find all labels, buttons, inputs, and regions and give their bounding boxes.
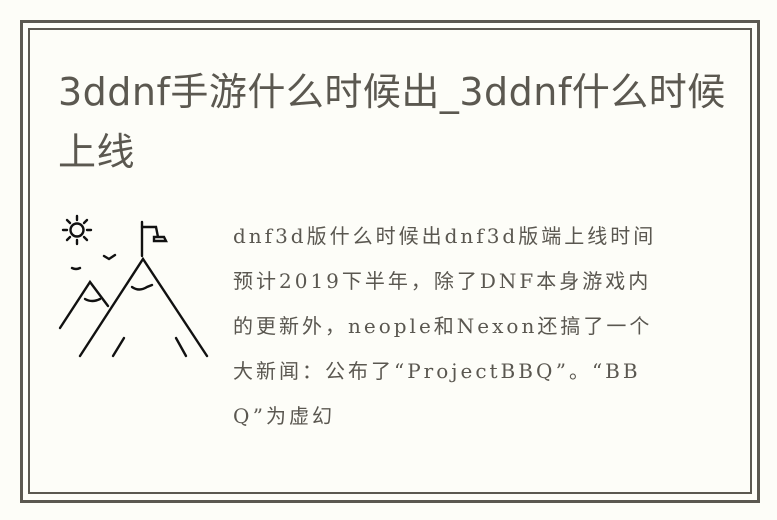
article-body: dnf3d版什么时候出dnf3d版端上线时间预计2019下半年，除了DNF本身游… (233, 224, 657, 428)
inner-frame (28, 28, 752, 494)
article-title: 3ddnf手游什么时候出_3ddnf什么时候上线 (58, 70, 726, 174)
mountain-flag-sun-icon (58, 214, 209, 358)
sun-icon (61, 214, 93, 246)
outer-frame (20, 20, 760, 503)
